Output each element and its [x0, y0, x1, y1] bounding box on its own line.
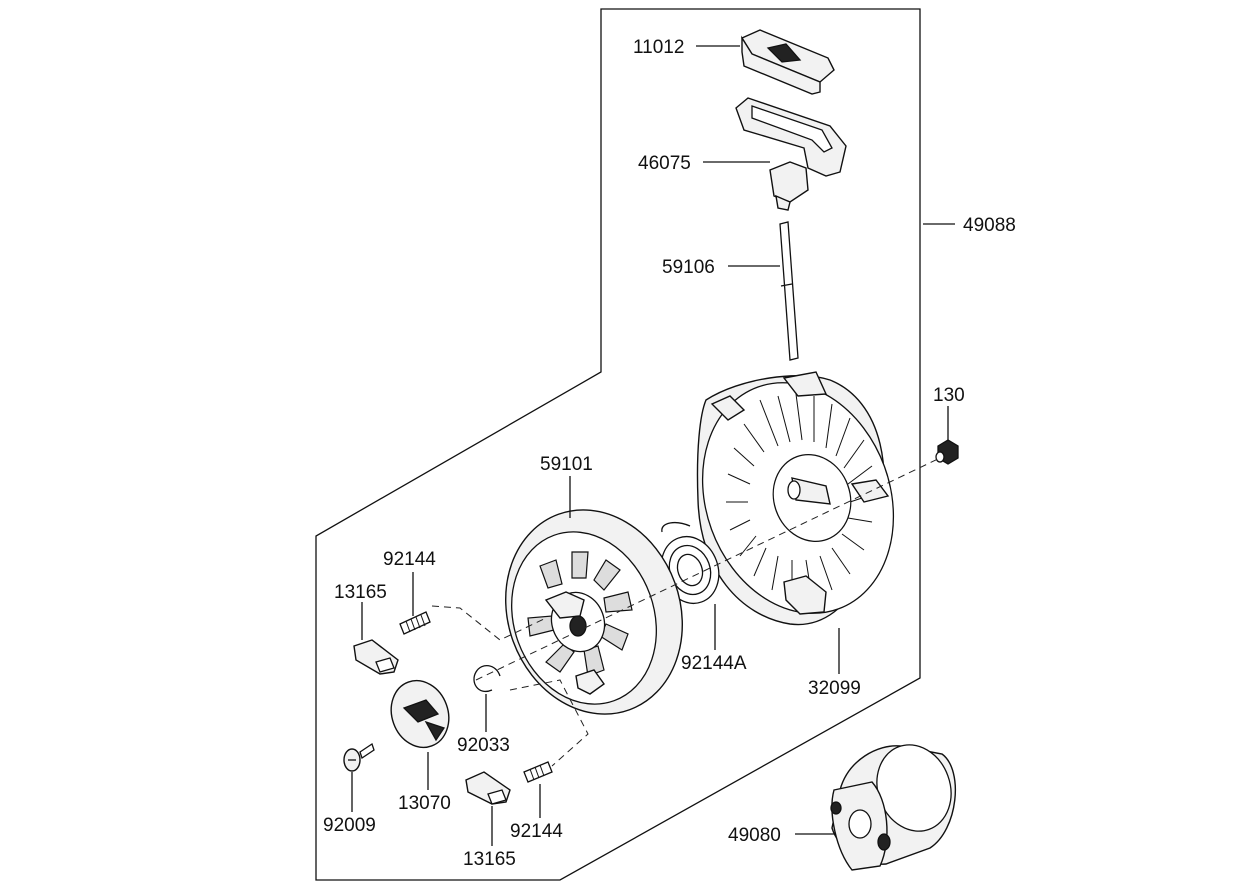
label-49080: 49080 — [728, 825, 781, 846]
label-59101: 59101 — [540, 454, 593, 475]
axis-line-main — [475, 457, 941, 681]
axis-line-upper-spring — [431, 605, 547, 641]
label-59106: 59106 — [662, 257, 715, 278]
label-92009: 92009 — [323, 815, 376, 836]
leader-lines — [351, 45, 955, 846]
label-130: 130 — [933, 385, 965, 406]
starter-rope-part — [779, 221, 799, 361]
ratchet-plate-part — [390, 679, 450, 749]
lower-spring-part — [523, 761, 553, 783]
label-13165-lower: 13165 — [463, 849, 516, 870]
screw-part — [343, 742, 375, 772]
label-13165-upper: 13165 — [334, 582, 387, 603]
label-46075: 46075 — [638, 153, 691, 174]
upper-pawl-part — [353, 639, 399, 675]
label-92033: 92033 — [457, 735, 510, 756]
label-92144-upper: 92144 — [383, 549, 436, 570]
pull-handle-part — [735, 97, 847, 211]
lower-pawl-part — [465, 771, 511, 805]
label-11012: 11012 — [633, 37, 684, 58]
label-92144-lower: 92144 — [510, 821, 563, 842]
bolt-130-part — [935, 439, 959, 465]
label-49088: 49088 — [963, 215, 1016, 236]
handle-insert-part — [740, 29, 835, 95]
circlip-part — [473, 665, 501, 693]
label-32099: 32099 — [808, 678, 861, 699]
starter-case-part — [696, 371, 895, 626]
starter-cup-part — [830, 744, 956, 871]
reel-part — [505, 509, 683, 715]
case-fins — [726, 393, 875, 599]
axis-line-lower-spring — [509, 679, 589, 767]
upper-spring-part — [399, 611, 431, 635]
label-13070: 13070 — [398, 793, 451, 814]
assembly-boundary — [315, 8, 921, 881]
label-92144A: 92144A — [681, 653, 747, 674]
reel-ribs — [527, 551, 633, 677]
